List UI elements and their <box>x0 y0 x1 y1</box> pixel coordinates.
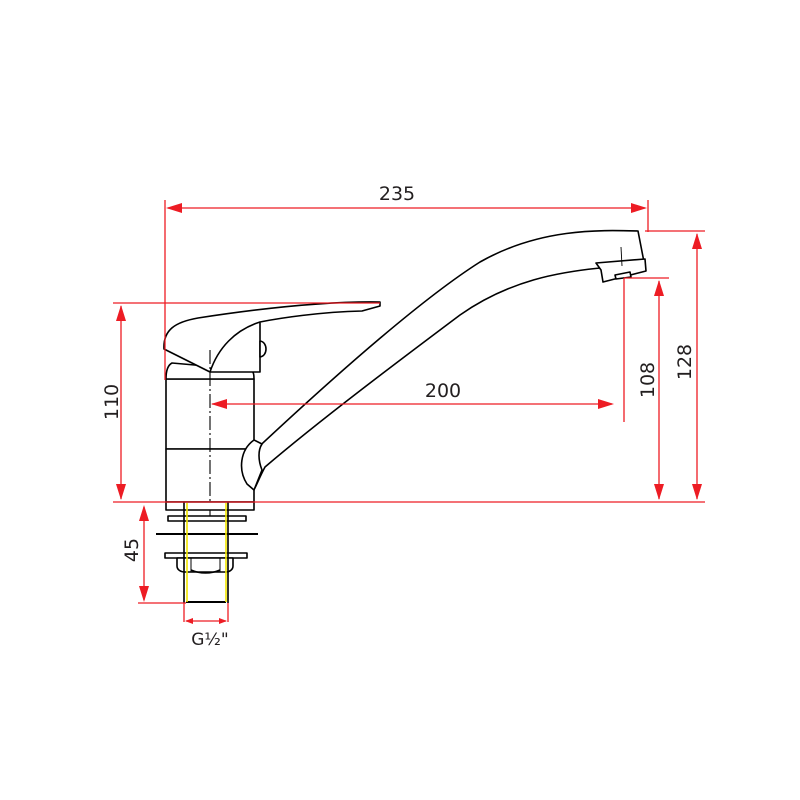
handle-button <box>259 340 267 358</box>
dim-label-128: 128 <box>674 344 696 380</box>
dimension-overall-height: 128 <box>645 230 705 500</box>
faucet-body-outline <box>163 229 647 520</box>
dimension-shank-length: 45 <box>121 505 186 604</box>
dimension-spout-reach: 200 <box>211 380 614 409</box>
dim-label-110: 110 <box>101 384 123 420</box>
aerator-nozzle <box>614 271 632 280</box>
spout-shape <box>242 229 645 491</box>
dim-label-thread: G½" <box>191 630 228 650</box>
base-flange <box>165 501 255 511</box>
lever-handle <box>163 301 381 373</box>
dimension-body-height: 110 <box>101 302 705 503</box>
spout-swivel <box>240 439 263 491</box>
aerator-axis <box>620 246 623 267</box>
dimension-outlet-height: 108 <box>623 277 669 500</box>
handle-inner-curve <box>209 321 261 373</box>
dim-label-200: 200 <box>425 380 461 402</box>
dim-label-108: 108 <box>637 362 659 398</box>
dim-label-235: 235 <box>379 183 415 205</box>
dim-label-45: 45 <box>121 538 143 562</box>
hex-nut <box>176 557 234 573</box>
mounting-shank <box>156 501 258 603</box>
washer-top <box>167 515 247 522</box>
dimension-thread-size: G½" <box>183 603 229 650</box>
dimension-overall-length: 235 <box>164 183 649 380</box>
